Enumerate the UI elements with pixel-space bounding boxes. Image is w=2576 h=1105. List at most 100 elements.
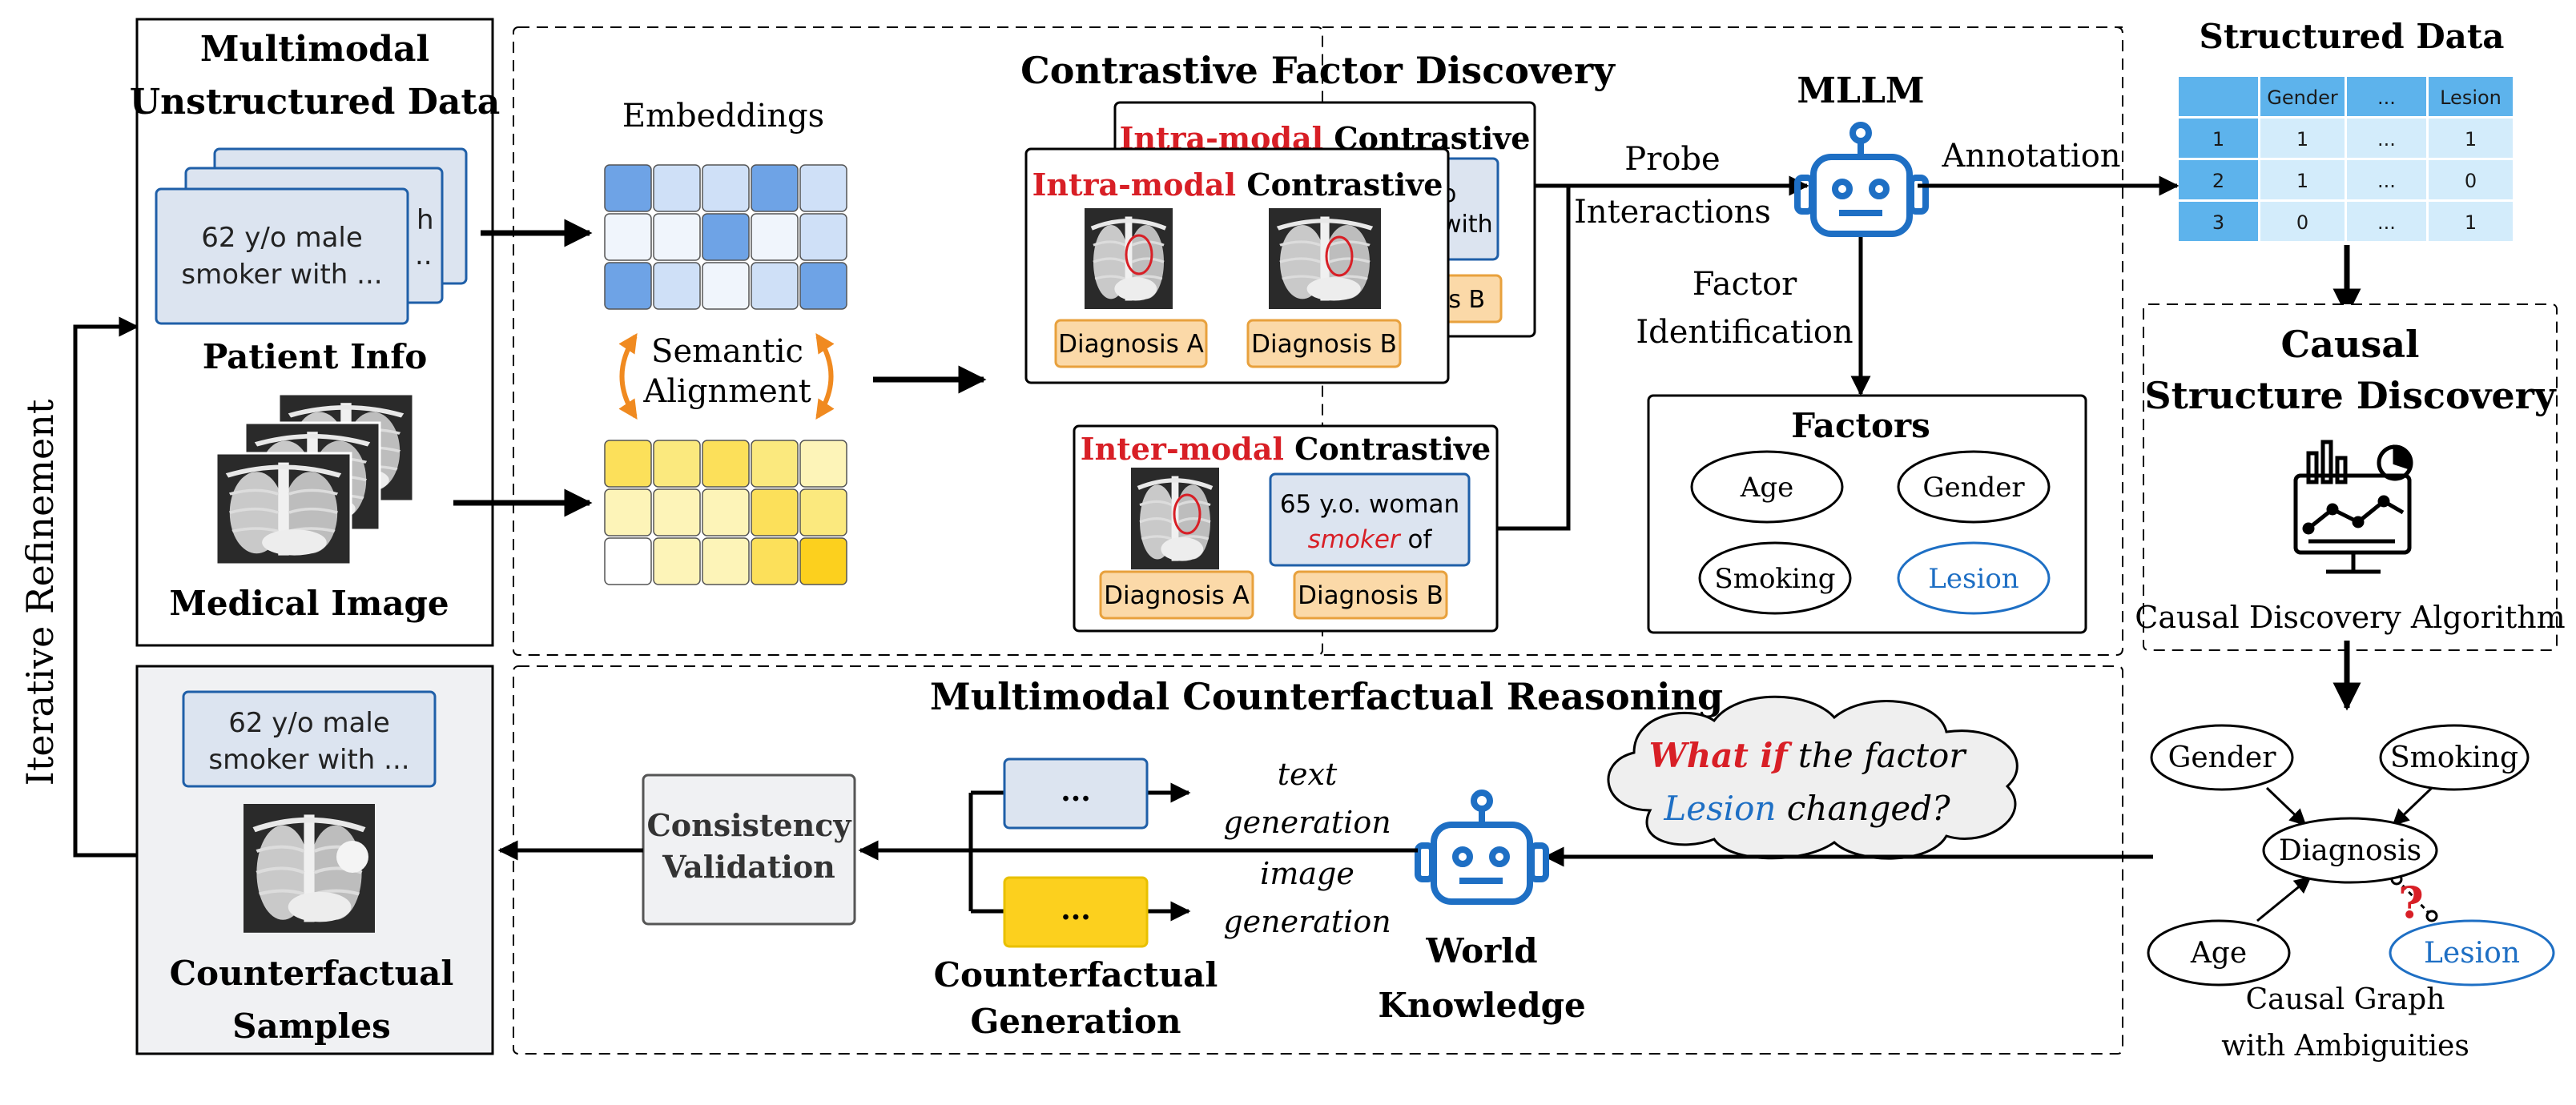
graph-node-lesion: Lesion	[2424, 937, 2520, 970]
patient-info-label: Patient Info	[203, 337, 428, 376]
yellow-grid-cell	[604, 537, 652, 585]
blue-grid-cell	[604, 262, 652, 310]
mllm-title: MLLM	[1797, 70, 1924, 111]
yellow-grid-cell	[604, 440, 652, 488]
inter-diag-a: Diagnosis A	[1104, 581, 1250, 610]
intra-modal-card: Intra-modal Contrastive Diagnosis A Diag…	[1024, 147, 1450, 384]
svg-text:Inter-modal Contrastive: Inter-modal Contrastive	[1081, 431, 1491, 467]
factor-id-line2: Identification	[1636, 314, 1853, 351]
table-cell-bg	[2347, 77, 2426, 116]
table-cell-bg	[2179, 77, 2258, 116]
table-header-cell: ...	[2377, 86, 2396, 109]
causal-title-line1: Causal	[2280, 323, 2419, 366]
blue-grid-cell	[702, 213, 750, 261]
table-header-cell: Gender	[2267, 86, 2338, 109]
medical-image-stack	[216, 394, 413, 565]
causal-discovery-box: Causal Structure Discovery Causal Discov…	[2135, 303, 2566, 651]
svg-text:Intra-modal Contrastive: Intra-modal Contrastive	[1032, 167, 1443, 203]
table-cell: 2	[2212, 170, 2224, 192]
factor-lesion: Lesion	[1928, 563, 2019, 595]
table-cell-bg	[2347, 160, 2426, 199]
intra-black: Contrastive	[1246, 167, 1443, 203]
semantic-label-line2: Alignment	[642, 373, 811, 410]
blue-grid-cell	[604, 213, 652, 261]
whatif-red: What if	[1649, 736, 1793, 775]
world-knowledge-line1: World	[1425, 931, 1537, 970]
text-gen-ellipsis: ...	[1061, 774, 1091, 808]
blue-grid-cell	[604, 164, 652, 212]
contrastive-region-right	[1322, 26, 2123, 656]
table-cell-bg	[2179, 202, 2258, 241]
samples-line2: Samples	[232, 1007, 391, 1046]
blue-grid-cell	[702, 262, 750, 310]
lesion-marker-a	[1125, 234, 1153, 275]
inter-text-of: of	[1400, 525, 1433, 554]
table-cell: 1	[2465, 128, 2477, 151]
probe-line1: Probe	[1624, 141, 1720, 178]
blue-grid-cell	[653, 213, 701, 261]
what-if-cloud: What if the factor Lesion changed?	[1607, 695, 2019, 860]
whatif-changed: changed?	[1776, 789, 1950, 828]
intra-xray-a	[1085, 208, 1173, 309]
structured-title: Structured Data	[2200, 17, 2505, 56]
counterfactual-region	[513, 665, 2123, 1055]
yellow-grid-cell	[653, 488, 701, 536]
text-gen-line1: text	[1278, 757, 1338, 792]
probe-line2: Interactions	[1574, 194, 1771, 231]
blue-grid-cell	[653, 164, 701, 212]
mllm-robot-icon	[1794, 122, 1929, 237]
annotation-label: Annotation	[1941, 138, 2120, 175]
svg-text:smoker of: smoker of	[1308, 525, 1433, 554]
medical-image-label: Medical Image	[169, 584, 449, 623]
table-cell: 0	[2465, 170, 2477, 192]
input-panel: Multimodal Unstructured Data h .. 62 y/o…	[130, 18, 501, 647]
inter-black: Contrastive	[1294, 431, 1491, 467]
factors-title: Factors	[1791, 406, 1930, 445]
ambiguity-question-mark: ?	[2398, 877, 2424, 928]
table-header-cell: Lesion	[2440, 86, 2502, 109]
inter-modal-card: Inter-modal Contrastive 65 y.o. woman sm…	[1073, 424, 1499, 633]
input-panel-title-line1: Multimodal	[200, 29, 429, 70]
patient-card-line2: smoker with ...	[181, 259, 382, 291]
patient-text-cards: h .. 62 y/o male smoker with ...	[155, 147, 468, 325]
table-cell-bg	[2179, 119, 2258, 158]
intra-xray-b	[1269, 208, 1381, 309]
factor-gender: Gender	[1922, 472, 2025, 504]
algorithm-monitor-icon	[2293, 440, 2413, 574]
input-panel-title-line2: Unstructured Data	[130, 82, 501, 123]
counterfactual-samples-panel: 62 y/o male smoker with ... Counterfactu…	[135, 665, 494, 1055]
patient-card-line1: 62 y/o male	[201, 222, 363, 254]
yellow-grid-cell	[751, 537, 799, 585]
table-cell: ...	[2377, 211, 2396, 234]
samples-line1: Counterfactual	[170, 954, 454, 993]
graph-node-gender: Gender	[2168, 741, 2277, 774]
blue-grid-cell	[799, 164, 847, 212]
contrastive-title: Contrastive Factor Discovery	[1020, 49, 1616, 92]
counterfactual-title: Multimodal Counterfactual Reasoning	[930, 675, 1723, 718]
graph-caption-line2: with Ambiguities	[2221, 1030, 2469, 1063]
iterative-refinement-label: Iterative Refinement	[18, 399, 62, 786]
table-cell: ...	[2377, 170, 2396, 192]
yellow-grid-cell	[604, 488, 652, 536]
table-cell-bg	[2260, 119, 2345, 158]
cf-gen-line1: Counterfactual	[934, 955, 1218, 994]
inter-text-line1: 65 y.o. woman	[1280, 490, 1459, 519]
graph-caption-line1: Causal Graph	[2246, 983, 2445, 1016]
factors-box: Factors Age Gender Smoking Lesion	[1647, 394, 2087, 634]
image-gen-line2: generation	[1223, 904, 1391, 939]
table-cell-bg	[2260, 202, 2345, 241]
yellow-grid-cell	[799, 537, 847, 585]
yellow-grid-cell	[702, 440, 750, 488]
consistency-line2: Validation	[662, 849, 835, 885]
table-cell: 1	[2212, 128, 2224, 151]
table-cell: 1	[2465, 211, 2477, 234]
blue-grid-cell	[702, 164, 750, 212]
arrow-inter-to-mllm	[1497, 186, 1571, 531]
yellow-grid-cell	[799, 488, 847, 536]
table-cell-bg	[2260, 160, 2345, 199]
sample-text-line2: smoker with ...	[208, 744, 409, 776]
blue-grid-cell	[751, 213, 799, 261]
intra-diag-b: Diagnosis B	[1251, 330, 1397, 359]
yellow-grid-cell	[702, 537, 750, 585]
